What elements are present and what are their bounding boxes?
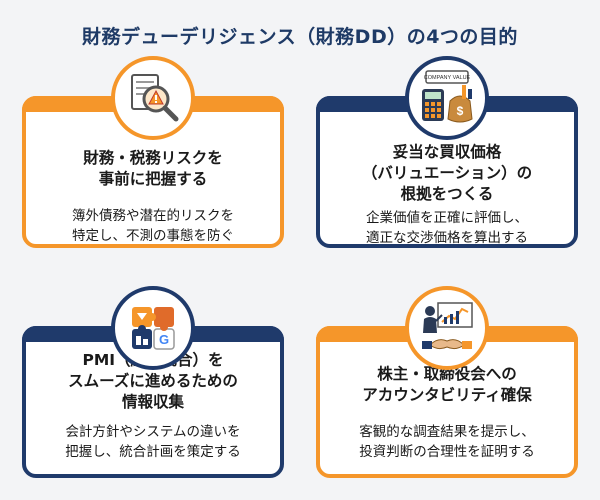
purpose-card-pmi: PMI（経営統合）を スムーズに進めるための 情報収集 会計方針やシステムの違い… bbox=[22, 326, 284, 478]
card-body: 客観的な調査結果を提示し、 投資判断の合理性を証明する bbox=[359, 424, 535, 460]
card-body: 簿外債務や潜在的リスクを 特定し、不測の事態を防ぐ bbox=[72, 208, 234, 244]
card-heading: PMI（経営統合）を スムーズに進めるための 情報収集 bbox=[68, 351, 238, 411]
company-value-calculator-icon: COMPANY VALUE $ bbox=[405, 56, 489, 140]
magnifier-warning-icon bbox=[111, 56, 195, 140]
card-body: 企業価値を正確に評価し、 適正な交渉価格を算出する bbox=[366, 210, 528, 246]
svg-text:G: G bbox=[159, 332, 169, 347]
puzzle-integration-icon: G bbox=[111, 286, 195, 370]
svg-text:$: $ bbox=[457, 104, 464, 118]
svg-text:COMPANY VALUE: COMPANY VALUE bbox=[424, 75, 471, 81]
card-heading: 株主・取締役会への アカウンタビリティ確保 bbox=[362, 365, 532, 404]
page-title: 財務デューデリジェンス（財務DD）の4つの目的 bbox=[82, 26, 518, 48]
presentation-handshake-icon bbox=[405, 286, 489, 370]
card-body: 会計方針やシステムの違いを 把握し、統合計画を策定する bbox=[65, 424, 241, 460]
card-heading: 妥当な買収価格 （バリュエーション）の 根拠をつくる bbox=[361, 143, 533, 203]
card-heading: 財務・税務リスクを 事前に把握する bbox=[83, 149, 223, 188]
